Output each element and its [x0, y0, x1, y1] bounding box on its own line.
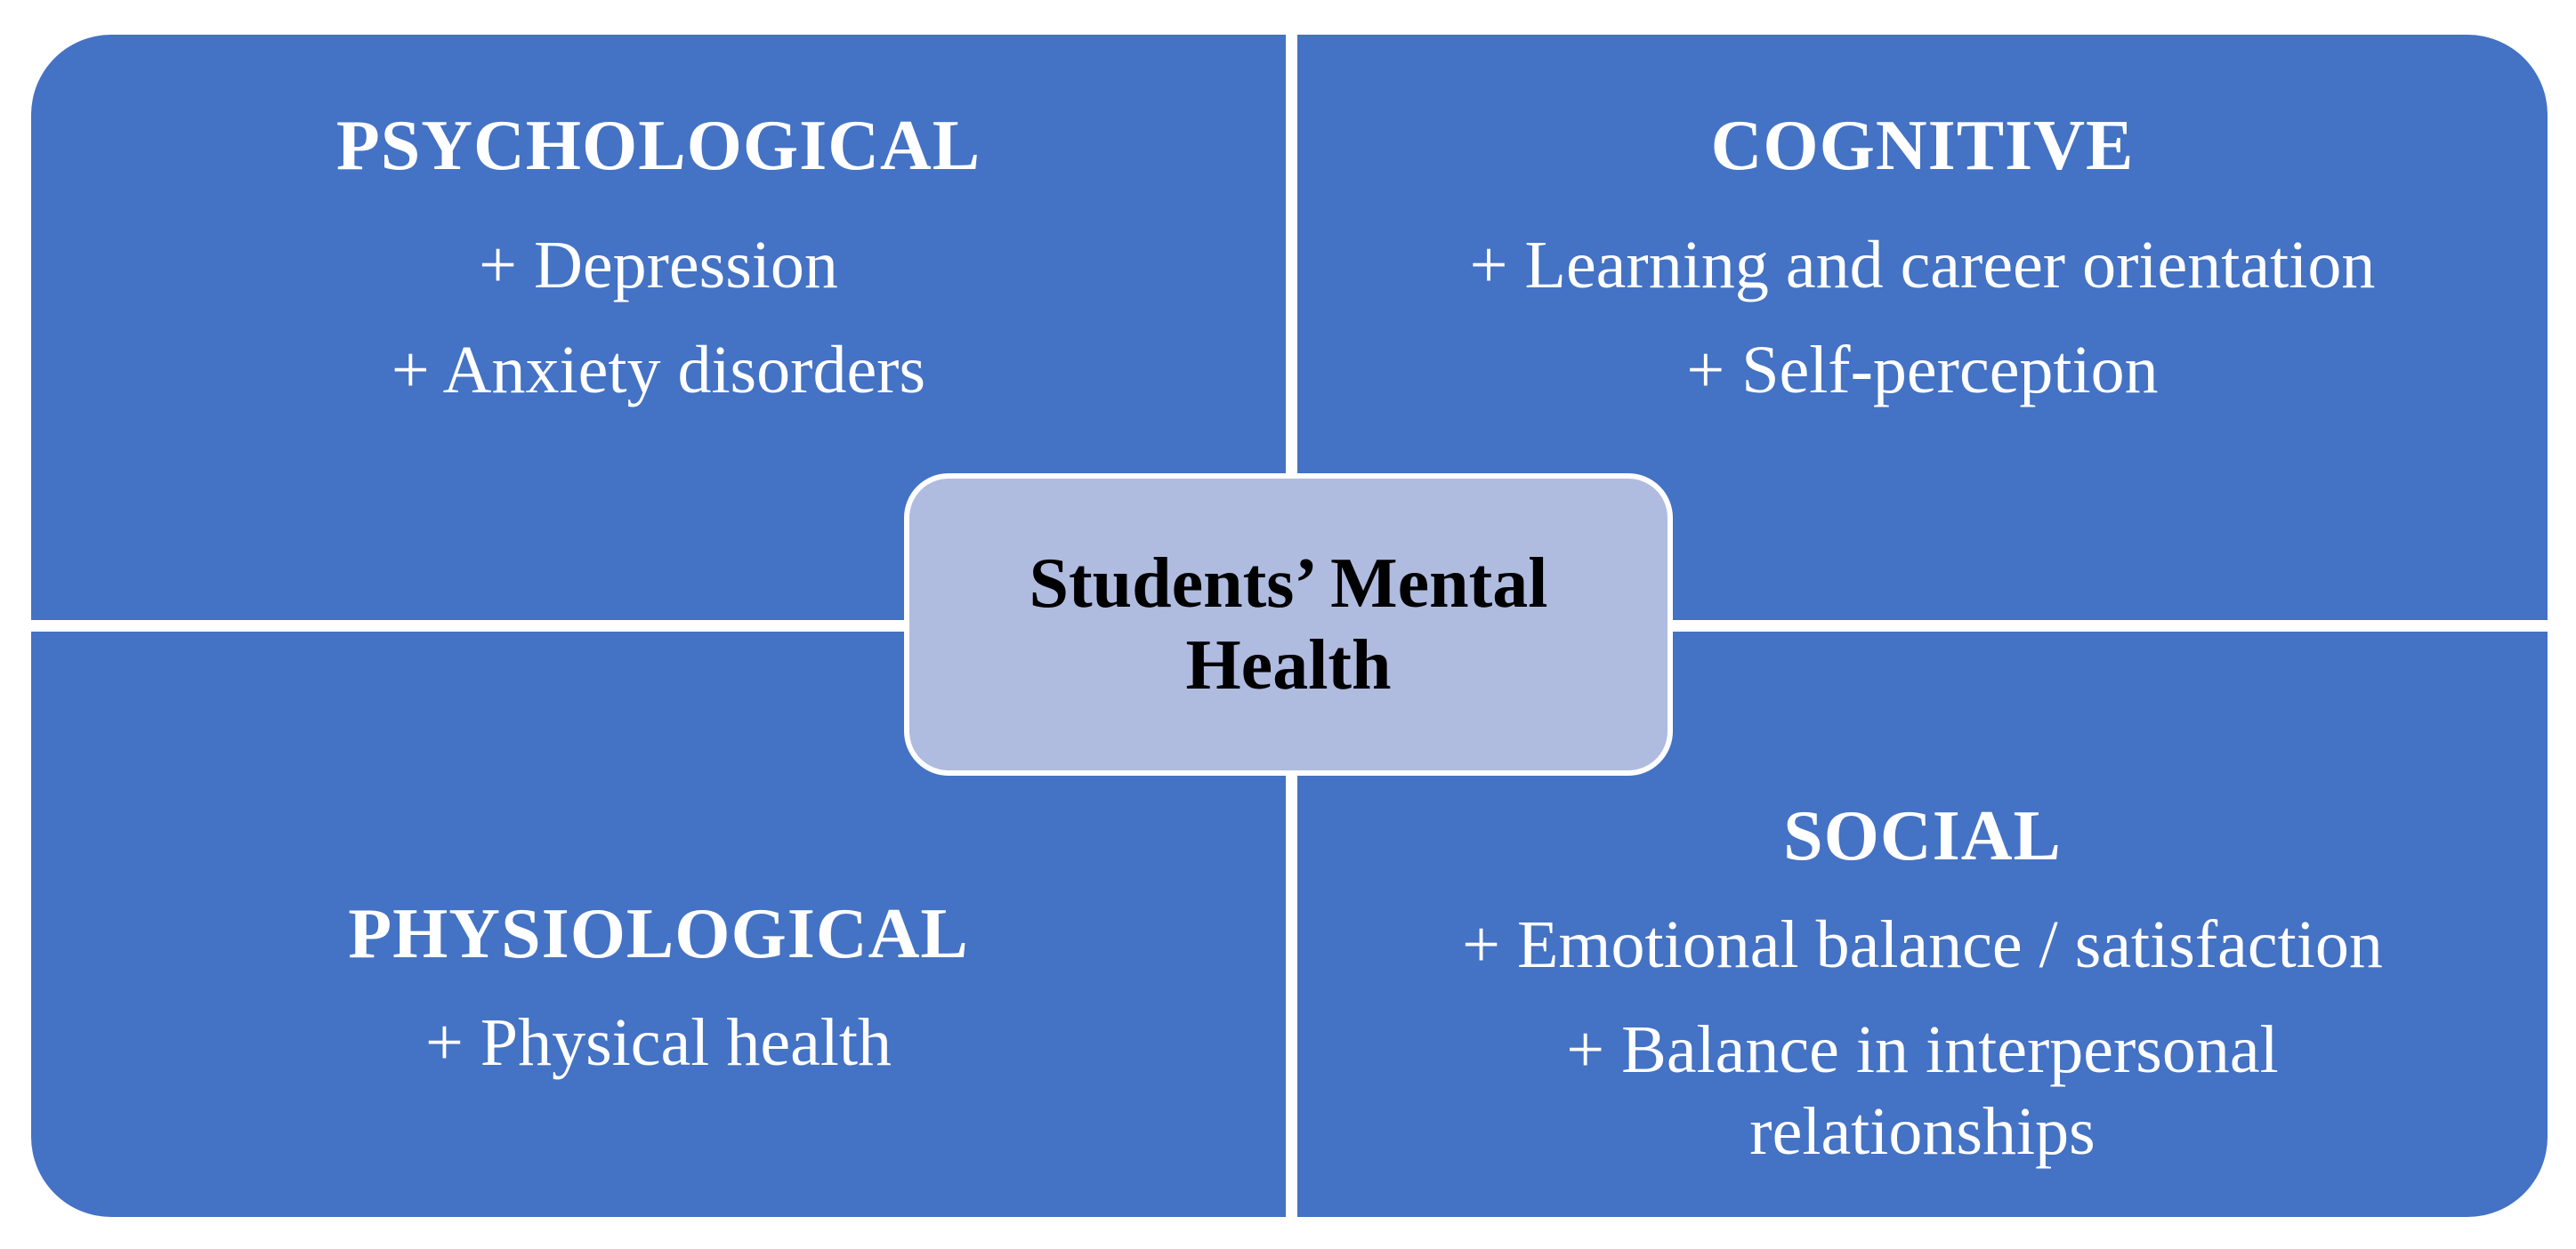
quadrant-psychological: PSYCHOLOGICAL + Depression + Anxiety dis… — [31, 35, 1286, 620]
quadrant-psychological-content: PSYCHOLOGICAL + Depression + Anxiety dis… — [31, 101, 1286, 411]
cognitive-item-learning: + Learning and career orientation — [1469, 228, 2376, 302]
quadrant-physiological-content: PHYSIOLOGICAL + Physical health — [31, 890, 1286, 1084]
physiological-heading: PHYSIOLOGICAL — [348, 895, 969, 973]
physiological-item-physical-health: + Physical health — [424, 1005, 892, 1080]
psychological-heading: PSYCHOLOGICAL — [335, 107, 981, 185]
psychological-item-depression: + Depression — [479, 228, 838, 302]
center-title: Students’ Mental Health — [1029, 544, 1548, 705]
social-item-interpersonal-balance: + Balance in interpersonal relationships — [1566, 1012, 2279, 1169]
psychological-item-anxiety: + Anxiety disorders — [391, 333, 926, 407]
cognitive-heading: COGNITIVE — [1710, 107, 2135, 185]
social-heading: SOCIAL — [1783, 797, 2062, 875]
center-box: Students’ Mental Health — [904, 473, 1673, 776]
quadrant-cognitive-content: COGNITIVE + Learning and career orientat… — [1297, 101, 2548, 411]
quadrant-social-content: SOCIAL + Emotional balance / satisfactio… — [1297, 792, 2548, 1172]
cognitive-item-self-perception: + Self-perception — [1686, 333, 2159, 407]
social-item-emotional-balance: + Emotional balance / satisfaction — [1462, 907, 2383, 982]
